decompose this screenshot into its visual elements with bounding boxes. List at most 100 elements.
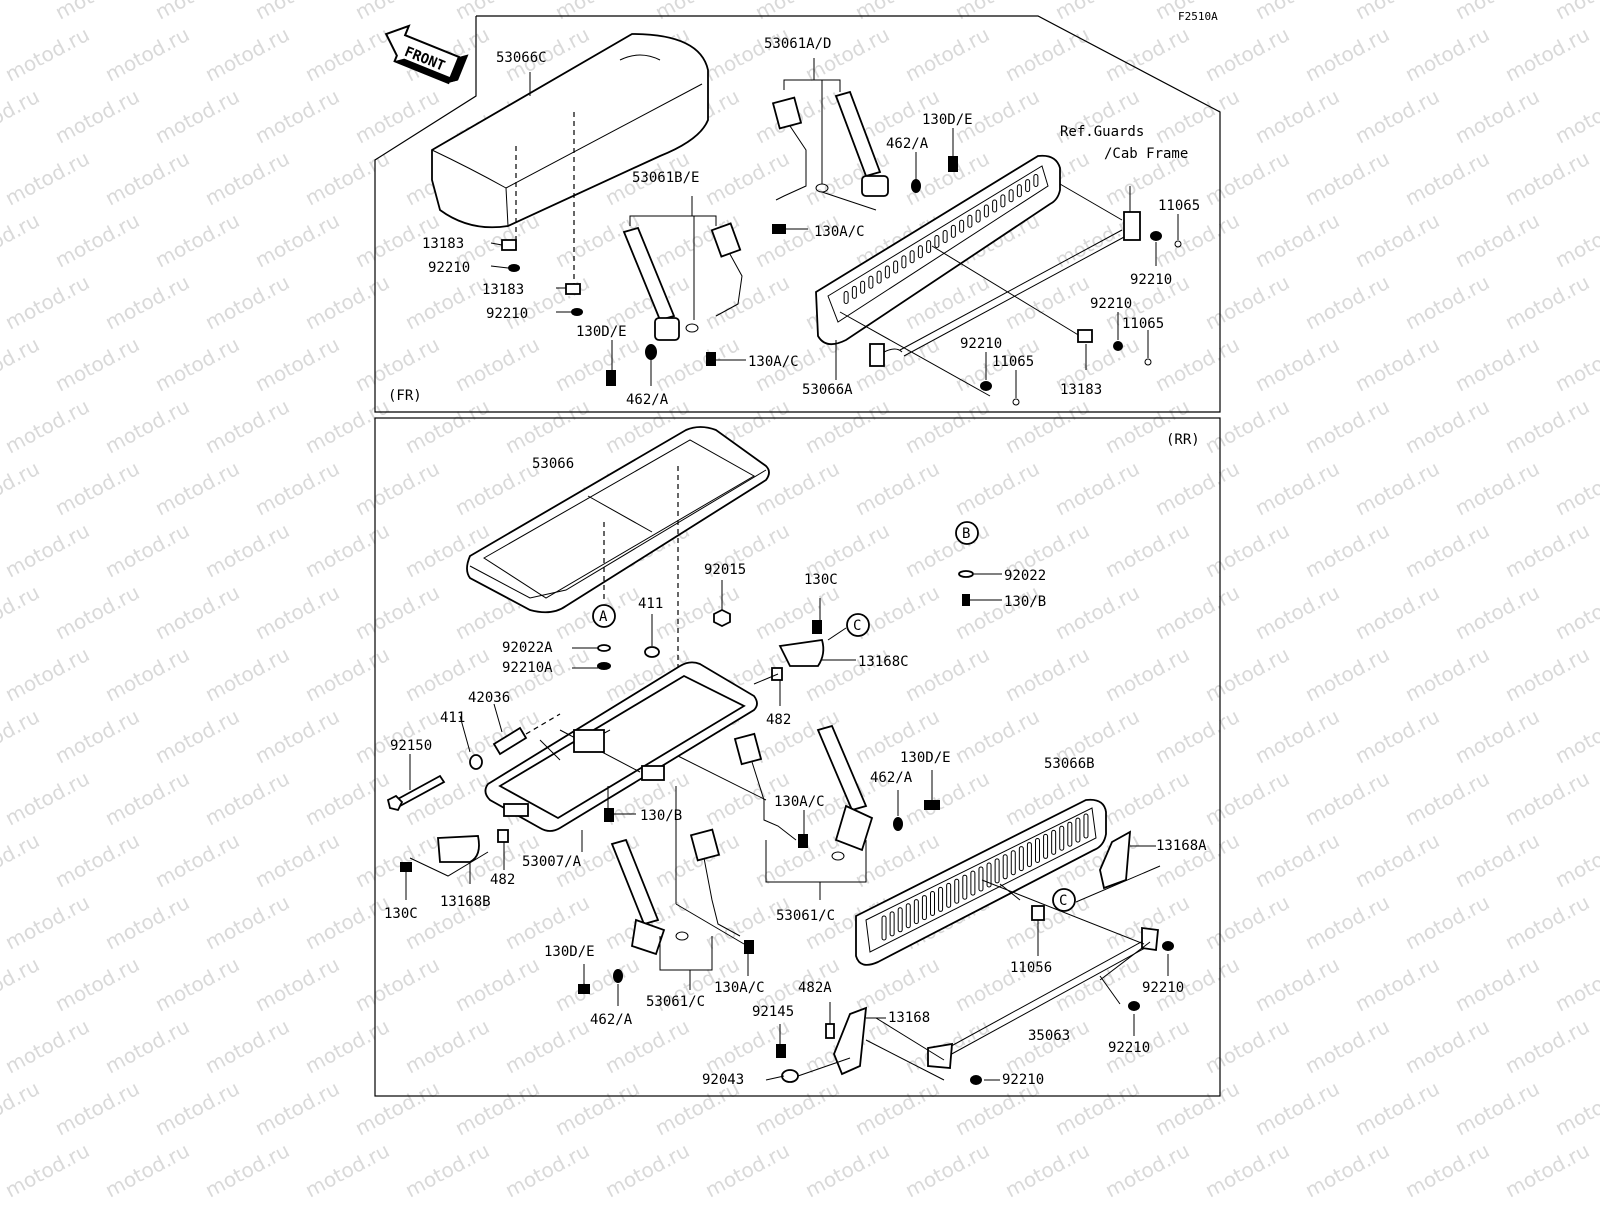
watermark-text: motod.ru xyxy=(451,952,543,1016)
backrest-slot xyxy=(1051,829,1057,855)
part-label: 13183 xyxy=(482,282,524,298)
watermark-text: motod.ru xyxy=(0,456,43,520)
watermark-text: motod.ru xyxy=(1551,332,1600,396)
watermark-text: motod.ru xyxy=(951,456,1043,520)
watermark-text: motod.ru xyxy=(1001,642,1093,706)
washer-462a-top xyxy=(911,179,921,193)
washer-411-left xyxy=(469,754,483,770)
backrest-slot xyxy=(938,886,944,912)
watermark-text: motod.ru xyxy=(1,1138,93,1200)
watermark-text: motod.ru xyxy=(1,394,93,458)
washer-92022 xyxy=(958,570,974,578)
nut-92210-c xyxy=(1150,231,1162,241)
watermark-text: motod.ru xyxy=(251,208,343,272)
watermark-text: motod.ru xyxy=(251,580,343,644)
bracket-13168a xyxy=(1099,830,1132,890)
watermark-text: motod.ru xyxy=(1551,952,1600,1016)
bolt-130de-mid xyxy=(606,370,616,386)
part-label: 53061/C xyxy=(646,994,705,1010)
backrest-slot xyxy=(967,214,973,228)
watermark-text: motod.ru xyxy=(1,518,93,582)
watermark-text: motod.ru xyxy=(1501,394,1593,458)
watermark-text: motod.ru xyxy=(1501,642,1593,706)
part-label: 130D/E xyxy=(544,944,595,960)
part-label: 92210 xyxy=(1130,272,1172,288)
watermark-text: motod.ru xyxy=(1001,1138,1093,1200)
watermark-text: motod.ru xyxy=(1401,1014,1493,1078)
watermark-text: motod.ru xyxy=(1451,0,1543,24)
part-label: /Cab Frame xyxy=(1104,146,1188,162)
backrest-slot xyxy=(1035,838,1040,863)
part-label: 53061/C xyxy=(776,908,835,924)
watermark-text: motod.ru xyxy=(951,704,1043,768)
watermark-text: motod.ru xyxy=(1351,952,1443,1016)
backrest-slot xyxy=(1016,184,1022,198)
watermark-text: motod.ru xyxy=(201,766,293,830)
part-label: 92015 xyxy=(704,562,746,578)
watermark-text: motod.ru xyxy=(1201,270,1293,334)
watermark-text: motod.ru xyxy=(251,456,343,520)
watermark-text: motod.ru xyxy=(1501,766,1593,830)
watermark-text: motod.ru xyxy=(1551,84,1600,148)
watermark-text: motod.ru xyxy=(1251,952,1343,1016)
part-label: 130A/C xyxy=(748,354,799,370)
watermark-text: motod.ru xyxy=(851,456,943,520)
watermark-text: motod.ru xyxy=(1201,642,1293,706)
watermark-text: motod.ru xyxy=(1451,332,1543,396)
section-front: (FR) xyxy=(374,15,1221,413)
watermark-text: motod.ru xyxy=(151,208,243,272)
bolt-130c-top xyxy=(812,620,822,634)
watermark-text: motod.ru xyxy=(1351,580,1443,644)
watermark-text: motod.ru xyxy=(901,518,993,582)
watermark-text: motod.ru xyxy=(1401,1138,1493,1200)
watermark-text: motod.ru xyxy=(1101,1138,1193,1200)
watermark-text: motod.ru xyxy=(901,642,993,706)
washer-482-bottom xyxy=(497,829,509,843)
watermark-text: motod.ru xyxy=(1051,580,1143,644)
watermark-text: motod.ru xyxy=(1,146,93,210)
pin-11065-b xyxy=(1144,358,1152,366)
watermark-text: motod.ru xyxy=(1501,146,1593,210)
watermark-text: motod.ru xyxy=(101,642,193,706)
watermark-text: motod.ru xyxy=(701,1138,793,1200)
watermark-text: motod.ru xyxy=(651,580,743,644)
bolt-130de-right xyxy=(924,800,940,810)
watermark-text: motod.ru xyxy=(351,332,443,396)
nut-92210-r3 xyxy=(970,1075,982,1085)
watermark-text: motod.ru xyxy=(1051,0,1143,24)
watermark-text: motod.ru xyxy=(1,766,93,830)
watermark-text: motod.ru xyxy=(301,146,393,210)
nut-92015 xyxy=(713,608,731,628)
watermark-text: motod.ru xyxy=(1351,84,1443,148)
part-label: 92210 xyxy=(1108,1040,1150,1056)
part-label: 462/A xyxy=(590,1012,633,1028)
watermark-text: motod.ru xyxy=(1201,394,1293,458)
watermark-text: motod.ru xyxy=(1001,890,1093,954)
seat-belt-53061be xyxy=(622,222,743,341)
watermark-text: motod.ru xyxy=(201,1138,293,1200)
watermark-text: motod.ru xyxy=(101,394,193,458)
watermark-text: motod.ru xyxy=(451,0,543,24)
bolt-92043 xyxy=(781,1069,799,1083)
watermark-text: motod.ru xyxy=(151,1076,243,1140)
watermark-text: motod.ru xyxy=(0,828,43,892)
backrest-slot xyxy=(901,255,907,269)
backrest-slot xyxy=(1026,842,1032,868)
watermark-text: motod.ru xyxy=(1351,208,1443,272)
watermark-text: motod.ru xyxy=(1501,22,1593,86)
watermark-text: motod.ru xyxy=(1251,456,1343,520)
figure-code: F2510A xyxy=(1178,10,1218,23)
watermark-text: motod.ru xyxy=(1501,270,1593,334)
part-label: 53066B xyxy=(1044,756,1095,772)
backrest-slot xyxy=(994,858,1000,884)
watermark-text: motod.ru xyxy=(1251,828,1343,892)
watermark-text: motod.ru xyxy=(1351,0,1443,24)
part-label: 92210 xyxy=(428,260,470,276)
watermark-text: motod.ru xyxy=(1201,1014,1293,1078)
part-label: 53066 xyxy=(532,456,574,472)
watermark-text: motod.ru xyxy=(201,1014,293,1078)
backrest-slot xyxy=(913,899,919,925)
watermark-text: motod.ru xyxy=(0,952,43,1016)
watermark-text: motod.ru xyxy=(151,0,243,24)
watermark-text: motod.ru xyxy=(1151,208,1243,272)
